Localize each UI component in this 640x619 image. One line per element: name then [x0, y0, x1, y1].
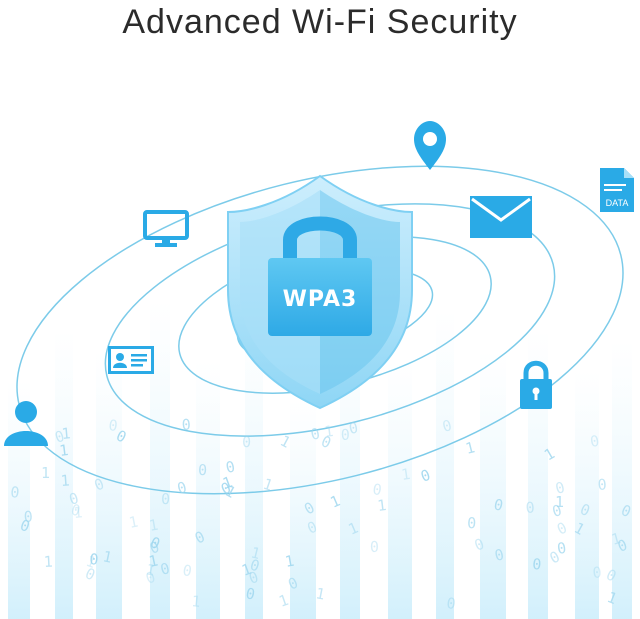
binary-digit: 1 [43, 553, 53, 571]
binary-digit: 0 [198, 461, 207, 479]
binary-digit: 1 [148, 516, 160, 535]
binary-digit: 0 [242, 433, 251, 451]
binary-digit: 1 [400, 465, 411, 484]
binary-digit: 0 [347, 419, 359, 438]
padlock-icon [520, 360, 552, 409]
binary-digit: 0 [158, 559, 171, 579]
binary-digit: 0 [370, 538, 379, 556]
page-title: Advanced Wi-Fi Security [122, 3, 518, 41]
binary-digit: 0 [467, 514, 477, 532]
envelope-icon [470, 196, 532, 238]
binary-digit: 0 [108, 416, 119, 435]
binary-digit: 0 [89, 550, 100, 569]
binary-digit: 0 [525, 498, 535, 517]
binary-digit: 0 [418, 466, 433, 486]
binary-digit: 1 [609, 529, 622, 549]
binary-digit: 1 [555, 493, 564, 511]
binary-digit: 0 [532, 555, 542, 574]
binary-digit: 1 [249, 543, 262, 563]
binary-digit: 0 [493, 545, 506, 565]
binary-digit: 1 [314, 584, 326, 603]
wpa3-padlock-icon: WPA3 [268, 216, 372, 336]
binary-digit: 0 [161, 490, 170, 508]
binary-digit: 0 [371, 480, 382, 499]
binary-digit: 0 [553, 478, 566, 498]
binary-digit: 0 [440, 416, 453, 436]
location-pin-icon [414, 121, 446, 170]
binary-digit: 0 [589, 432, 601, 451]
binary-digit: 0 [554, 518, 570, 538]
binary-digit: 0 [446, 594, 457, 613]
monitor-icon [143, 210, 189, 247]
binary-digit: 0 [23, 508, 33, 526]
binary-digit: 0 [181, 561, 193, 580]
binary-digit: 0 [175, 478, 189, 498]
binary-digit: 0 [69, 500, 82, 520]
binary-digit: 1 [147, 551, 160, 570]
binary-digit: 0 [492, 495, 505, 514]
user-icon [4, 401, 48, 446]
binary-digit: 1 [41, 464, 50, 482]
binary-digit: 0 [556, 539, 568, 558]
data-file-label: DATA [606, 198, 629, 208]
binary-digit: 1 [58, 441, 69, 460]
binary-digit: 1 [60, 471, 70, 490]
binary-digit: 1 [276, 591, 290, 611]
binary-digit: 1 [101, 547, 114, 566]
binary-digit: 1 [127, 513, 139, 532]
binary-digit: 0 [181, 416, 191, 434]
binary-digit: 1 [144, 560, 157, 579]
binary-digit: 1 [376, 496, 387, 515]
binary-digit: 1 [73, 503, 84, 522]
binary-digit: 0 [592, 563, 603, 582]
wpa3-label: WPA3 [283, 287, 358, 312]
binary-digit: 1 [464, 438, 477, 458]
binary-digit: 1 [61, 424, 72, 443]
data-file-icon: DATA [600, 168, 634, 212]
binary-digit: 0 [244, 584, 256, 603]
binary-digit: 0 [224, 457, 237, 476]
binary-digit: 1 [191, 592, 202, 611]
binary-digit: 0 [309, 424, 322, 444]
binary-digit: 0 [341, 426, 351, 444]
id-card-icon [108, 346, 154, 374]
binary-digit: 0 [597, 475, 607, 494]
binary-digit: 1 [284, 552, 296, 571]
binary-digit: 0 [10, 483, 21, 502]
binary-digit: 1 [323, 422, 334, 441]
